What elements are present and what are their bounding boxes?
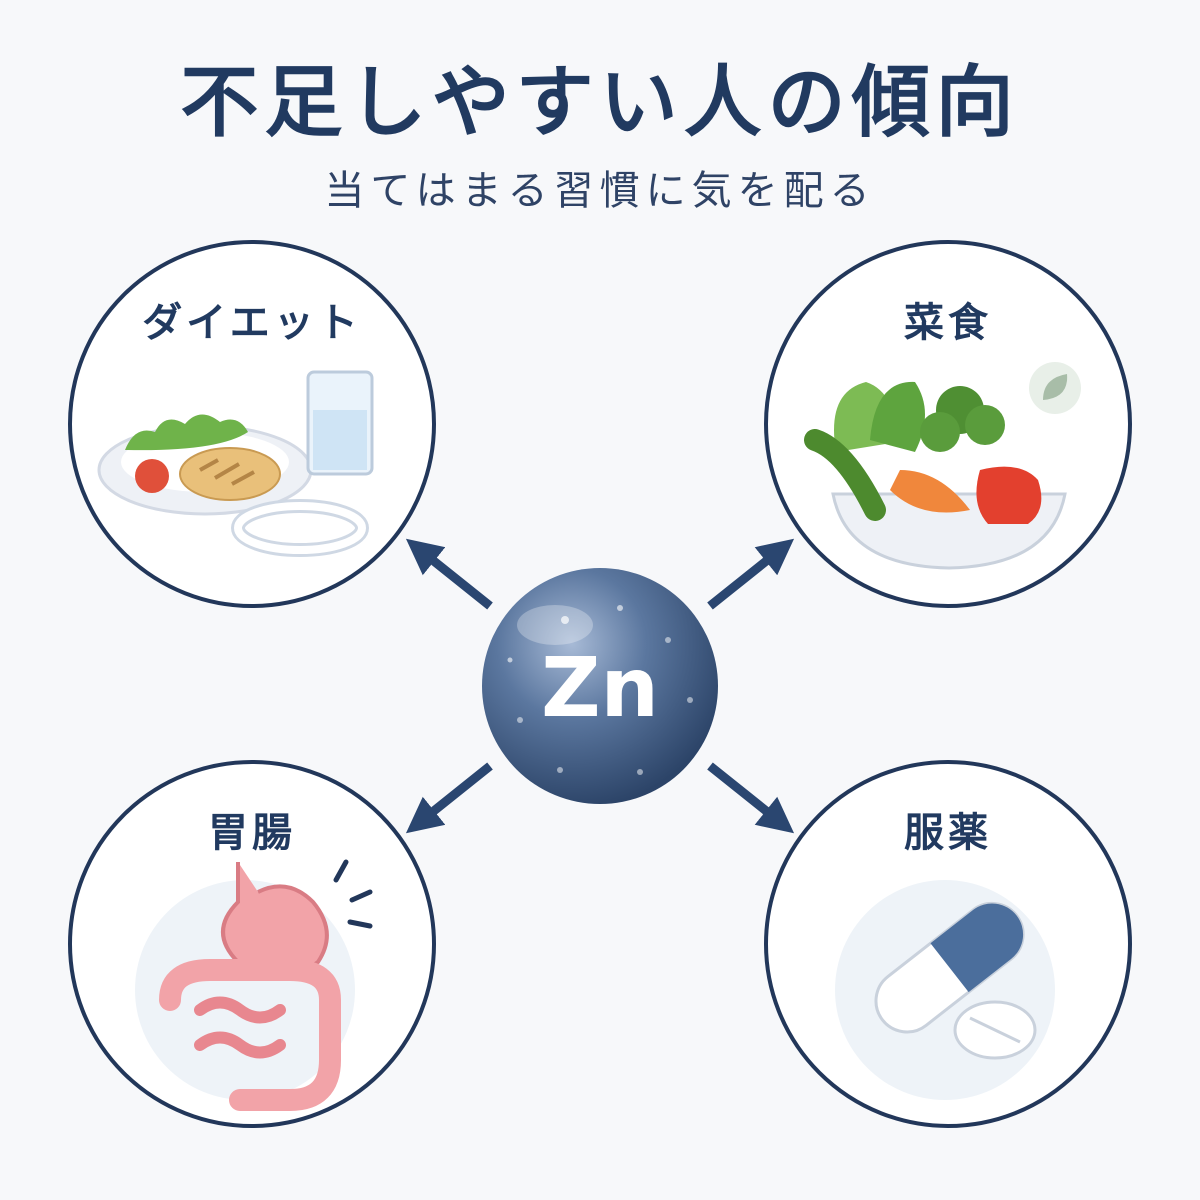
- diet-meal-icon: [97, 370, 374, 557]
- digestive-system-icon: [135, 859, 373, 1111]
- zinc-symbol: Zn: [541, 641, 659, 736]
- arrow-to-vegetarian: [707, 538, 795, 610]
- zinc-sphere: Zn: [482, 568, 718, 804]
- vegetable-bowl-icon: [804, 381, 1067, 570]
- page-subtitle: 当てはまる習慣に気を配る: [324, 168, 876, 214]
- arrow-to-digestive: [405, 762, 493, 834]
- category-medication: 服薬: [764, 760, 1132, 1128]
- category-vegetarian: 菜食: [764, 240, 1132, 608]
- category-digestive: 胃腸: [68, 760, 436, 1128]
- category-label-diet: ダイエット: [142, 300, 362, 346]
- category-label-digestive: 胃腸: [208, 810, 296, 856]
- medicine-capsule-icon: [835, 880, 1055, 1100]
- page-title: 不足しやすい人の傾向: [180, 58, 1020, 148]
- leaf-icon: [1043, 374, 1068, 400]
- arrow-to-medication: [707, 762, 795, 834]
- category-label-vegetarian: 菜食: [904, 300, 992, 346]
- arrow-to-diet: [405, 538, 493, 610]
- category-diet: ダイエット: [68, 240, 436, 608]
- category-label-medication: 服薬: [904, 810, 992, 856]
- arrows: [405, 538, 795, 834]
